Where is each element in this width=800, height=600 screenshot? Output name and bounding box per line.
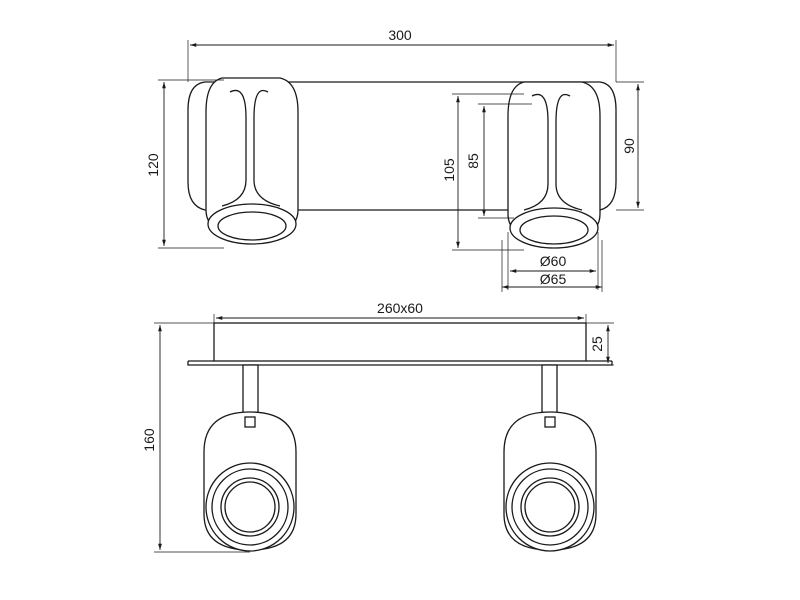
dim-300-label: 300 bbox=[388, 27, 412, 43]
dim-d60: Ø60 bbox=[507, 232, 599, 290]
front-view-base-plate bbox=[187, 322, 613, 366]
dim-25: 25 bbox=[586, 322, 614, 366]
dim-90: 90 bbox=[616, 81, 644, 211]
dim-105: 105 bbox=[441, 93, 524, 251]
top-view-left-spot bbox=[205, 77, 299, 245]
dim-260x60: 260x60 bbox=[213, 300, 587, 323]
front-view-left-spot bbox=[203, 364, 297, 552]
top-view-right-spot bbox=[507, 81, 601, 249]
dim-90-label: 90 bbox=[621, 138, 637, 154]
dim-85: 85 bbox=[465, 103, 532, 219]
dim-120-label: 120 bbox=[145, 153, 161, 177]
dim-d65-label: Ø65 bbox=[540, 271, 567, 287]
dim-160: 160 bbox=[141, 322, 250, 553]
dim-d65: Ø65 bbox=[501, 240, 603, 292]
dim-260x60-label: 260x60 bbox=[377, 300, 423, 316]
dim-105-label: 105 bbox=[441, 158, 457, 182]
front-view-right-spot bbox=[503, 364, 597, 552]
dim-25-label: 25 bbox=[589, 336, 605, 352]
dim-160-label: 160 bbox=[141, 428, 157, 452]
dim-d60-label: Ø60 bbox=[540, 253, 567, 269]
top-view: 300 120 90 105 85 bbox=[145, 27, 644, 292]
dim-300: 300 bbox=[187, 27, 617, 82]
dim-85-label: 85 bbox=[465, 153, 481, 169]
front-view: 260x60 25 160 bbox=[141, 300, 614, 553]
dim-120: 120 bbox=[145, 79, 224, 249]
